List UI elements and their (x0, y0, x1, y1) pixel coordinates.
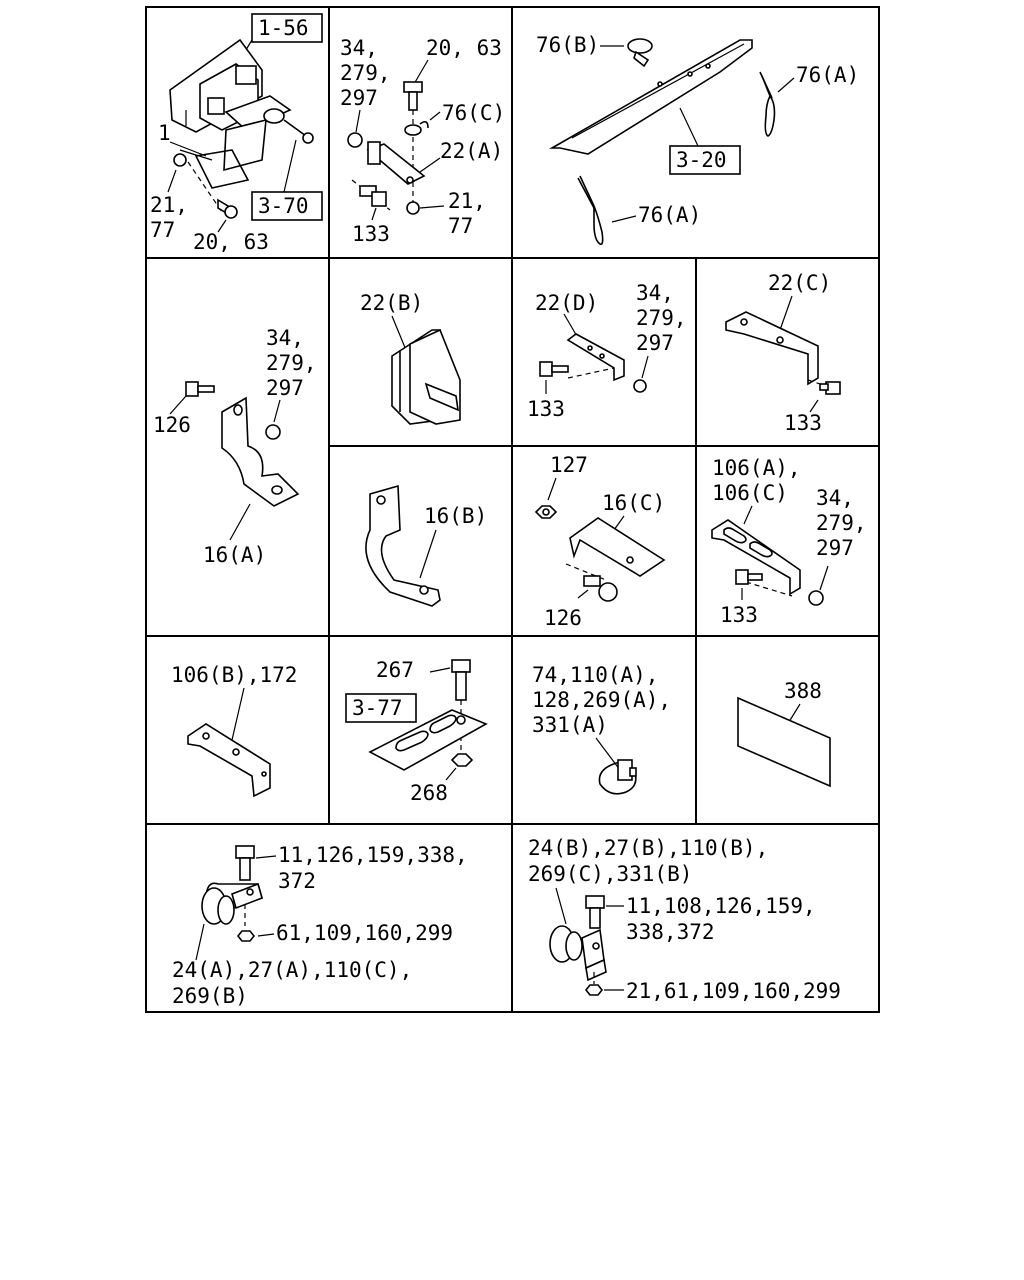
label-126: 126 (544, 606, 582, 630)
label-21-61: 21,61,109,160,299 (626, 979, 841, 1003)
label-106c: 106(C) (712, 481, 788, 505)
label-388: 388 (784, 679, 822, 703)
cell-clip-74: 74,110(A), 128,269(A), 331(A) (532, 663, 671, 795)
label-22c: 22(C) (768, 271, 831, 295)
cell-bracket-106a: 106(A), 106(C) 34, 279, 297 133 (711, 456, 867, 627)
cell-bracket-22c: 22(C) 133 (725, 271, 841, 435)
label-76b: 76(B) (536, 33, 599, 57)
label-74-110a: 74,110(A), (532, 663, 658, 687)
cell-bracket-22d: 22(D) 34, 279, 297 133 (527, 281, 687, 421)
label-133: 133 (527, 397, 565, 421)
cell-clamp-24b: 24(B),27(B),110(B), 269(C),331(B) 11,108… (528, 836, 841, 1003)
label-133: 133 (784, 411, 822, 435)
label-372: 372 (278, 869, 316, 893)
label-24a-27a: 24(A),27(A),110(C), (172, 958, 412, 982)
ref-3-70: 3-70 (258, 194, 309, 218)
label-34: 34, (816, 486, 854, 510)
label-126: 126 (153, 413, 191, 437)
label-106a: 106(A), (712, 456, 801, 480)
label-21: 21, (448, 189, 486, 213)
label-77: 77 (448, 214, 473, 238)
label-76a-top: 76(A) (796, 63, 859, 87)
label-16a: 16(A) (203, 543, 266, 567)
cell-plate-3-77: 267 3-77 268 (345, 658, 488, 805)
cell-bracket-22a: 34, 279, 297 20, 63 76(C) 22(A) 21, 77 1… (340, 36, 505, 246)
label-127: 127 (550, 453, 588, 477)
label-76a-bottom: 76(A) (638, 203, 701, 227)
label-77: 77 (150, 218, 175, 242)
diagram-grid (145, 6, 880, 1013)
label-297: 297 (636, 331, 674, 355)
label-279: 279, (636, 306, 687, 330)
label-20-63: 20, 63 (193, 230, 269, 254)
cell-bracket-106b: 106(B),172 (171, 663, 297, 798)
label-11-108: 11,108,126,159, (626, 894, 816, 918)
label-338-372: 338,372 (626, 920, 715, 944)
label-1: 1 (158, 121, 171, 145)
label-22a: 22(A) (440, 139, 503, 163)
label-24b-27b: 24(B),27(B),110(B), (528, 836, 768, 860)
label-16c: 16(C) (602, 491, 665, 515)
label-11-126: 11,126,159,338, (278, 843, 468, 867)
ref-1-56: 1-56 (258, 16, 309, 40)
label-20-63: 20, 63 (426, 36, 502, 60)
label-21: 21, (150, 193, 188, 217)
label-331a: 331(A) (532, 713, 608, 737)
cell-bracket-22b: 22(B) (360, 291, 461, 425)
label-269c-331b: 269(C),331(B) (528, 862, 692, 886)
label-267: 267 (376, 658, 414, 682)
label-34: 34, (636, 281, 674, 305)
cell-harness-3-20: 76(B) 3-20 76(A) 76(A) (536, 33, 859, 246)
label-297: 297 (266, 376, 304, 400)
ref-3-20: 3-20 (676, 148, 727, 172)
label-61-109: 61,109,160,299 (276, 921, 453, 945)
label-22d: 22(D) (535, 291, 598, 315)
label-76c: 76(C) (442, 101, 505, 125)
label-297: 297 (340, 86, 378, 110)
ref-3-77: 3-77 (352, 696, 403, 720)
label-34: 34, (340, 36, 378, 60)
label-106b-172: 106(B),172 (171, 663, 297, 687)
label-269b: 269(B) (172, 984, 248, 1008)
ref-box-1-56[interactable] (251, 13, 323, 43)
cell-clamp-24a: 11,126,159,338, 372 61,109,160,299 24(A)… (172, 843, 468, 1008)
label-268: 268 (410, 781, 448, 805)
label-34: 34, (266, 326, 304, 350)
ref-box-3-20[interactable] (669, 145, 741, 175)
label-128-269a: 128,269(A), (532, 688, 671, 712)
label-22b: 22(B) (360, 291, 423, 315)
ref-box-3-70[interactable] (251, 191, 323, 221)
label-297: 297 (816, 536, 854, 560)
ref-box-3-77[interactable] (345, 693, 417, 723)
label-279: 279, (816, 511, 867, 535)
label-279: 279, (340, 61, 391, 85)
cell-bracket-16c: 127 16(C) 126 (534, 453, 666, 630)
label-133: 133 (720, 603, 758, 627)
cell-assembly: 1-56 3-70 1 21, 77 20, 63 (150, 13, 323, 254)
cell-bracket-16b: 16(B) (365, 484, 487, 607)
label-16b: 16(B) (424, 504, 487, 528)
cell-label-388: 388 (737, 679, 831, 788)
cell-bracket-16a: 34, 279, 297 126 16(A) (153, 326, 317, 567)
label-133: 133 (352, 222, 390, 246)
label-279: 279, (266, 351, 317, 375)
